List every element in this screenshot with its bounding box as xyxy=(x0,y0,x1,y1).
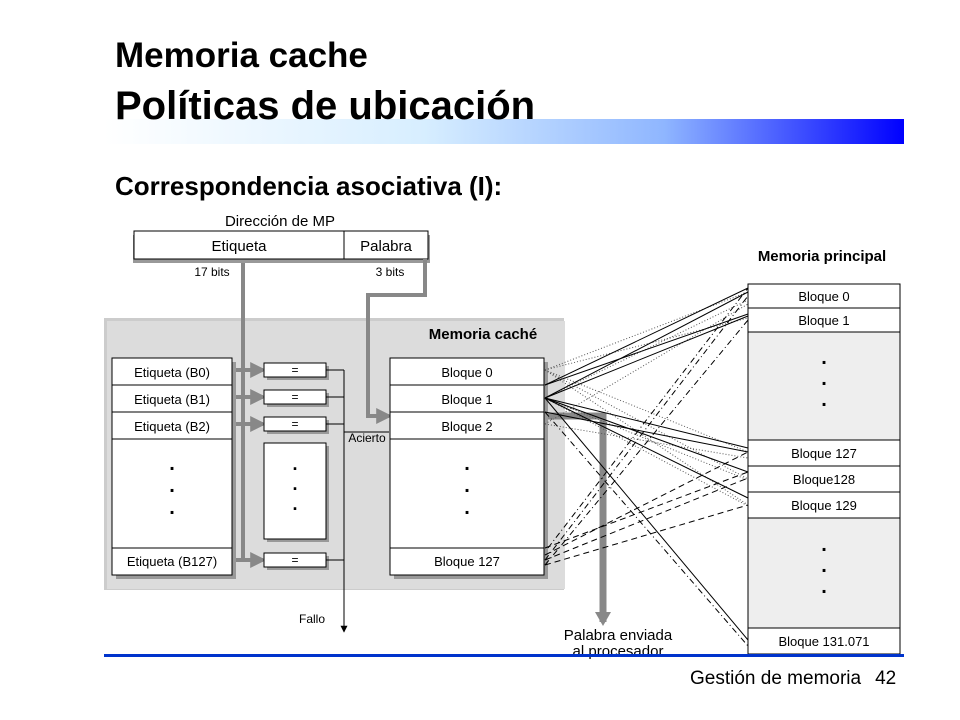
sent-word-label-line1: Palabra enviada xyxy=(564,627,673,644)
mp-ellipsis-b3: . xyxy=(821,576,827,598)
tag-store xyxy=(111,357,236,579)
cache-block-0: Bloque 0 xyxy=(441,365,492,380)
cache-ellipsis-1: . xyxy=(464,453,470,475)
tag-ellipsis-3: . xyxy=(169,497,175,519)
mp-block-128: Bloque128 xyxy=(793,472,855,487)
address-label: Dirección de MP xyxy=(225,213,335,230)
mp-block-0: Bloque 0 xyxy=(798,289,849,304)
hit-miss-logic xyxy=(326,369,389,633)
main-memory-label: Memoria principal xyxy=(758,248,886,265)
slide-subtitle: Correspondencia asociativa (I): xyxy=(115,171,503,201)
mp-block-1: Bloque 1 xyxy=(798,313,849,328)
mp-block-129: Bloque 129 xyxy=(791,498,857,513)
slide-title-line2: Políticas de ubicación xyxy=(115,84,536,128)
hit-label: Acierto xyxy=(348,431,386,445)
sent-word-label-line2: al procesador xyxy=(573,643,664,660)
tag-b2: Etiqueta (B2) xyxy=(134,419,210,434)
cache-block-127: Bloque 127 xyxy=(434,554,500,569)
cache-data-store xyxy=(389,357,548,579)
cache-block-1: Bloque 1 xyxy=(441,392,492,407)
tag-b127: Etiqueta (B127) xyxy=(127,554,217,569)
comparator-b1: = xyxy=(291,390,298,404)
word-field xyxy=(343,230,429,260)
mapping-lines xyxy=(544,287,749,647)
comparators xyxy=(263,362,329,570)
comparator-b2: = xyxy=(291,417,298,431)
main-memory-blocks xyxy=(747,283,901,655)
tag-ellipsis-2: . xyxy=(169,475,175,497)
comparator-b0: = xyxy=(291,363,298,377)
mp-ellipsis-b2: . xyxy=(821,555,827,577)
sent-word-arrowhead xyxy=(595,612,611,626)
slide-title-line1: Memoria cache xyxy=(115,36,368,75)
mp-ellipsis-a3: . xyxy=(821,389,827,411)
cache-ellipsis-2: . xyxy=(464,475,470,497)
mp-ellipsis-a1: . xyxy=(821,347,827,369)
comparator-ellipsis-2: . xyxy=(292,474,297,494)
footer-text: Gestión de memoria xyxy=(690,668,862,689)
mp-block-127: Bloque 127 xyxy=(791,446,857,461)
page-number: 42 xyxy=(875,668,897,689)
tag-field xyxy=(133,230,345,260)
tag-ellipsis-1: . xyxy=(169,453,175,475)
tag-bus xyxy=(232,263,267,568)
tag-bits-label: 17 bits xyxy=(194,265,229,279)
word-field-label: Palabra xyxy=(360,238,412,255)
slide-footer: Gestión de memoria 42 xyxy=(690,668,896,690)
mp-ellipsis-b1: . xyxy=(821,534,827,556)
tag-b0: Etiqueta (B0) xyxy=(134,365,210,380)
tag-b1: Etiqueta (B1) xyxy=(134,392,210,407)
title-gradient-bar xyxy=(104,119,904,144)
mp-ellipsis-a2: . xyxy=(821,368,827,390)
comparator-ellipsis-3: . xyxy=(292,494,297,514)
comparator-ellipsis-1: . xyxy=(292,454,297,474)
comparator-b127: = xyxy=(291,553,298,567)
cache-ellipsis-3: . xyxy=(464,497,470,519)
miss-label: Fallo xyxy=(299,612,325,626)
cache-label: Memoria caché xyxy=(429,326,537,343)
mp-block-131071: Bloque 131.071 xyxy=(778,634,869,649)
word-bus xyxy=(366,259,427,424)
cache-block-2: Bloque 2 xyxy=(441,419,492,434)
footer-divider xyxy=(104,654,904,657)
tag-field-label: Etiqueta xyxy=(211,238,267,255)
word-bits-label: 3 bits xyxy=(376,265,405,279)
